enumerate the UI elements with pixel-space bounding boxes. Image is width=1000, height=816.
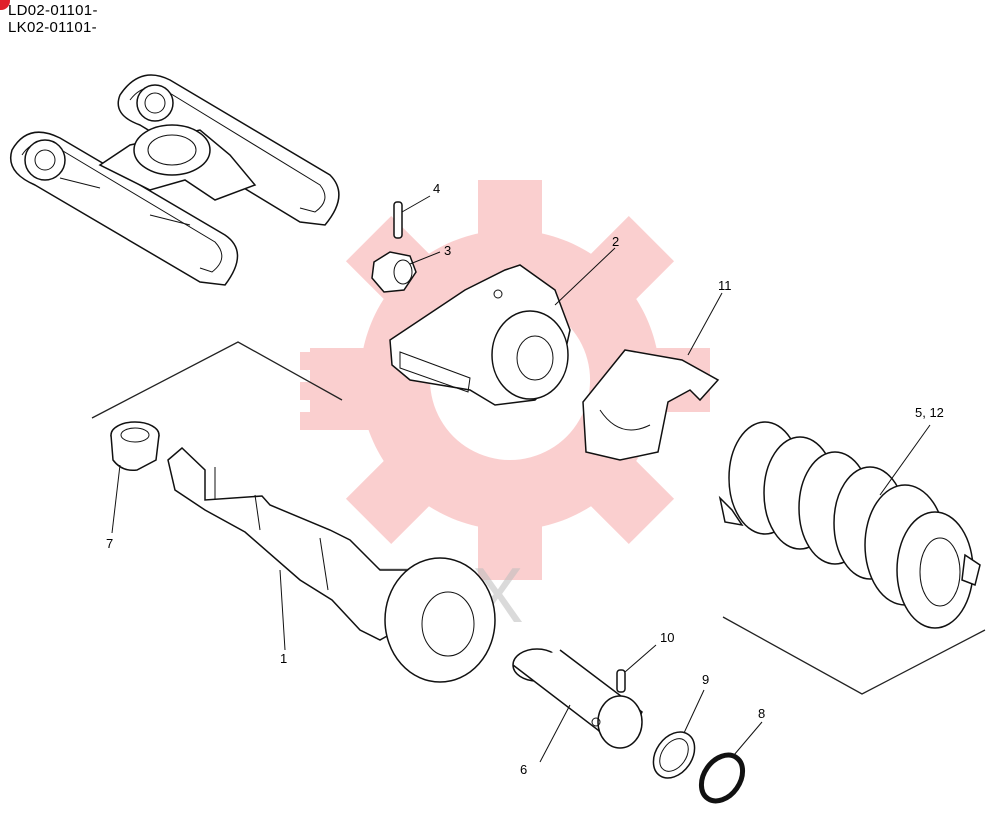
- part-10-pin: 10: [616, 630, 674, 693]
- callout-8: 8: [758, 706, 765, 721]
- callout-4: 4: [433, 181, 440, 196]
- part-3-nut: 3: [371, 243, 451, 293]
- part-5-12-spring: 5, 12: [718, 405, 981, 629]
- callout-7: 7: [106, 536, 113, 551]
- callout-3: 3: [444, 243, 451, 258]
- callout-5-12: 5, 12: [915, 405, 944, 420]
- model-code-line-2: LK02-01101-: [8, 19, 97, 36]
- part-7-bushing: 7: [106, 421, 160, 551]
- part-11-retainer: 11: [582, 278, 732, 461]
- part-9-ring: 9: [652, 672, 709, 779]
- callout-9: 9: [702, 672, 709, 687]
- callout-2: 2: [612, 234, 619, 249]
- part-4-pin: 4: [393, 181, 440, 239]
- callout-11: 11: [718, 278, 732, 293]
- callout-6: 6: [520, 762, 527, 777]
- part-8-seal: 8: [698, 706, 765, 804]
- part-2-yoke: 2: [389, 234, 619, 406]
- part-1-rod: 1: [167, 446, 496, 683]
- undercarriage-assembly: [10, 74, 340, 286]
- red-badge-icon: [0, 0, 10, 10]
- part-6-cylinder: 6: [512, 648, 643, 777]
- model-code-line-1: LD02-01101-: [8, 2, 98, 19]
- callout-1: 1: [280, 651, 287, 666]
- assembly-guide-lines: [91, 341, 986, 695]
- callout-10: 10: [660, 630, 674, 645]
